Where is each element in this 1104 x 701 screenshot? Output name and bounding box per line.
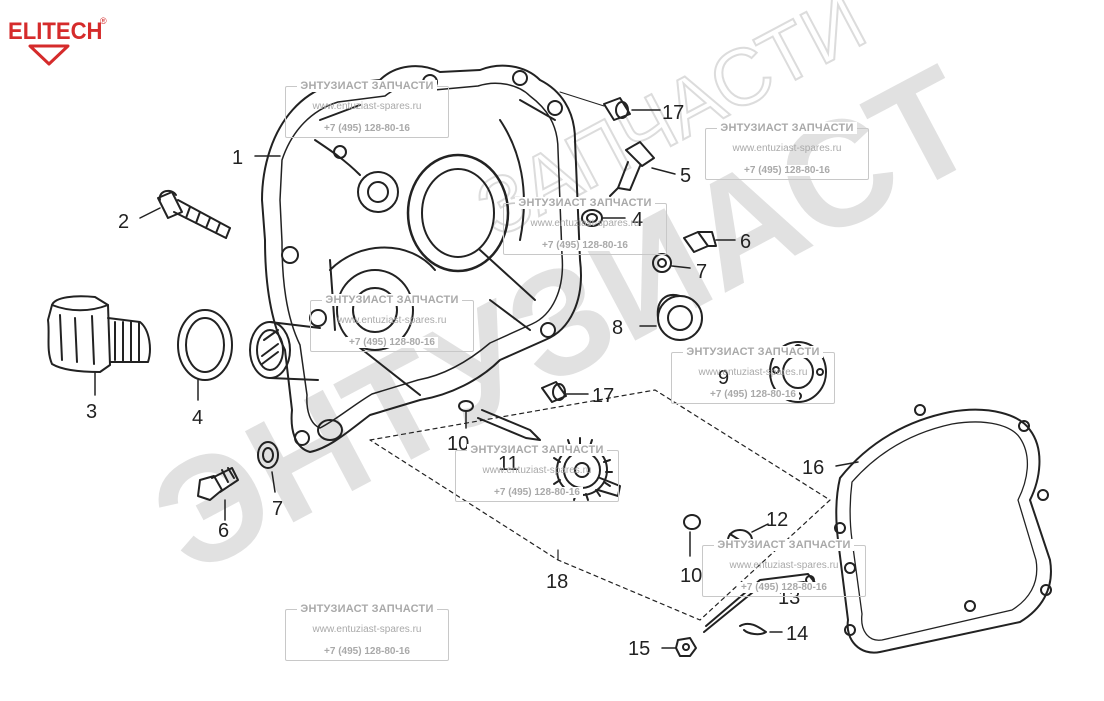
washer-10-upper-part xyxy=(458,400,474,429)
callout-15: 15 xyxy=(628,638,650,660)
callout-7-left: 7 xyxy=(272,498,283,520)
stamp-site: www.entuziast-spares.ru xyxy=(312,101,422,112)
logo-text: ELITECH xyxy=(8,18,103,45)
drain-bolt-right-part xyxy=(683,231,736,253)
stamp-title: ЭНТУЗИАСТ ЗАПЧАСТИ xyxy=(683,346,823,358)
crankcase-cover-part xyxy=(261,64,582,453)
logo-registered: ® xyxy=(100,16,107,26)
stamp-site: www.entuziast-spares.ru xyxy=(530,218,640,229)
stamp-phone: +7 (495) 128-80-16 xyxy=(321,646,413,657)
stamp-site: www.entuziast-spares.ru xyxy=(312,624,422,635)
callout-5: 5 xyxy=(680,165,691,187)
dealer-stamp: ЭНТУЗИАСТ ЗАПЧАСТИ www.entuziast-spares.… xyxy=(310,294,474,352)
washer-left-part xyxy=(257,441,279,493)
callout-18: 18 xyxy=(546,571,568,593)
dowel-pin-top-part xyxy=(559,91,661,121)
drain-bolt-left-part xyxy=(197,467,239,521)
callout-7-right: 7 xyxy=(696,261,707,283)
callout-4-left: 4 xyxy=(192,407,203,429)
callout-16: 16 xyxy=(802,457,824,479)
stamp-site: www.entuziast-spares.ru xyxy=(337,315,447,326)
stamp-site: www.entuziast-spares.ru xyxy=(732,143,842,154)
callout-11: 11 xyxy=(498,453,519,475)
stamp-title: ЭНТУЗИАСТ ЗАПЧАСТИ xyxy=(297,80,437,92)
dealer-stamp: ЭНТУЗИАСТ ЗАПЧАСТИ www.entuziast-spares.… xyxy=(285,603,449,661)
oil-plug-part xyxy=(47,295,151,396)
callout-10-lower: 10 xyxy=(680,565,702,587)
nut-15-part xyxy=(661,637,697,657)
clip-14-part xyxy=(739,622,783,636)
stamp-site: www.entuziast-spares.ru xyxy=(482,465,592,476)
stamp-title: ЭНТУЗИАСТ ЗАПЧАСТИ xyxy=(515,197,655,209)
dealer-stamp: ЭНТУЗИАСТ ЗАПЧАСТИ www.entuziast-spares.… xyxy=(285,80,449,138)
stamp-site: www.entuziast-spares.ru xyxy=(729,560,839,571)
oil-sensor-part xyxy=(609,141,676,197)
stamp-phone: +7 (495) 128-80-16 xyxy=(741,165,833,176)
callout-4-right: 4 xyxy=(632,209,643,231)
callout-6-right: 6 xyxy=(740,231,751,253)
stamp-phone: +7 (495) 128-80-16 xyxy=(346,337,438,348)
elitech-logo: ELITECH ® xyxy=(8,16,108,66)
dowel-pin-mid-part xyxy=(541,381,589,403)
callout-17-top: 17 xyxy=(662,102,684,124)
filler-neck-part xyxy=(249,321,321,381)
callout-3: 3 xyxy=(86,401,97,423)
stamp-phone: +7 (495) 128-80-16 xyxy=(321,123,413,134)
callout-2: 2 xyxy=(118,211,129,233)
dealer-stamp: ЭНТУЗИАСТ ЗАПЧАСТИ www.entuziast-spares.… xyxy=(705,122,869,180)
stamp-site: www.entuziast-spares.ru xyxy=(698,367,808,378)
dealer-stamp: ЭНТУЗИАСТ ЗАПЧАСТИ www.entuziast-spares.… xyxy=(671,346,835,404)
stamp-title: ЭНТУЗИАСТ ЗАПЧАСТИ xyxy=(717,122,857,134)
callout-14: 14 xyxy=(786,623,808,645)
stamp-title: ЭНТУЗИАСТ ЗАПЧАСТИ xyxy=(467,444,607,456)
callout-1: 1 xyxy=(232,147,243,169)
assembly-18-outline xyxy=(369,389,831,621)
bolt-part xyxy=(139,189,231,239)
gasket-16-part xyxy=(834,404,1052,654)
stamp-title: ЭНТУЗИАСТ ЗАПЧАСТИ xyxy=(714,539,854,551)
callout-9: 9 xyxy=(718,367,729,389)
dealer-stamp: ЭНТУЗИАСТ ЗАПЧАСТИ www.entuziast-spares.… xyxy=(503,197,667,255)
stamp-phone: +7 (495) 128-80-16 xyxy=(738,582,830,593)
washer-4-right-part xyxy=(581,209,626,227)
callout-12: 12 xyxy=(766,509,788,531)
logo-triangle-icon xyxy=(28,44,70,66)
callout-8: 8 xyxy=(612,317,623,339)
stamp-phone: +7 (495) 128-80-16 xyxy=(539,240,631,251)
stamp-title: ЭНТУЗИАСТ ЗАПЧАСТИ xyxy=(297,603,437,615)
stamp-phone: +7 (495) 128-80-16 xyxy=(491,487,583,498)
stamp-phone: +7 (495) 128-80-16 xyxy=(707,389,799,400)
stamp-title: ЭНТУЗИАСТ ЗАПЧАСТИ xyxy=(322,294,462,306)
dealer-stamp: ЭНТУЗИАСТ ЗАПЧАСТИ www.entuziast-spares.… xyxy=(702,539,866,597)
oil-seal-left-part xyxy=(177,309,233,401)
callout-6-left: 6 xyxy=(218,520,229,542)
washer-10-lower-part xyxy=(683,514,701,557)
dealer-stamp: ЭНТУЗИАСТ ЗАПЧАСТИ www.entuziast-spares.… xyxy=(455,444,619,502)
bearing-8-part xyxy=(639,294,703,341)
callout-17-mid: 17 xyxy=(592,385,614,407)
callout-10-upper: 10 xyxy=(447,433,469,455)
